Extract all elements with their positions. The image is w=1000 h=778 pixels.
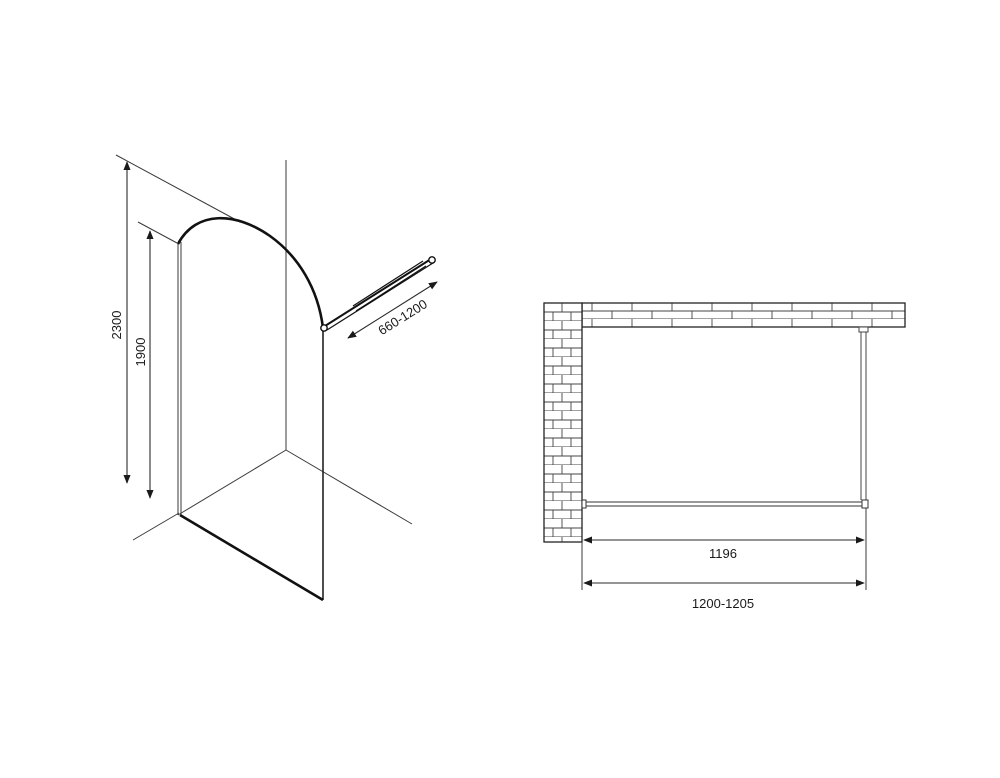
isometric-view: 2300 1900 660-1200: [109, 154, 438, 602]
arm-length-label: 660-1200: [375, 296, 430, 338]
plan-arm-bracket-icon: [858, 326, 869, 333]
plan-view: 1196 1200-1205: [543, 302, 906, 611]
floor-line-right: [285, 449, 413, 525]
plan-arm-clamp-icon: [861, 499, 869, 509]
panel-arch-top: [176, 216, 325, 329]
side-wall-brick: [543, 302, 583, 543]
overall-width-label: 1200-1205: [692, 596, 754, 611]
plan-wall-profile-icon: [581, 499, 587, 509]
panel-height-label: 1900: [133, 338, 148, 367]
arch-start-extension-line: [137, 221, 178, 244]
arm-wall-bracket-icon: [320, 324, 328, 332]
panel-bottom-edge: [179, 513, 324, 602]
arm-length-dimension-line: [347, 281, 438, 339]
panel-width-label: 1196: [709, 546, 737, 561]
bottom-extension-line: [132, 512, 180, 541]
top-extension-line: [115, 154, 241, 223]
arm-end-cap-icon: [428, 256, 436, 264]
back-wall-brick: [581, 302, 906, 328]
floor-line-left: [177, 449, 287, 516]
total-height-label: 2300: [109, 311, 124, 340]
